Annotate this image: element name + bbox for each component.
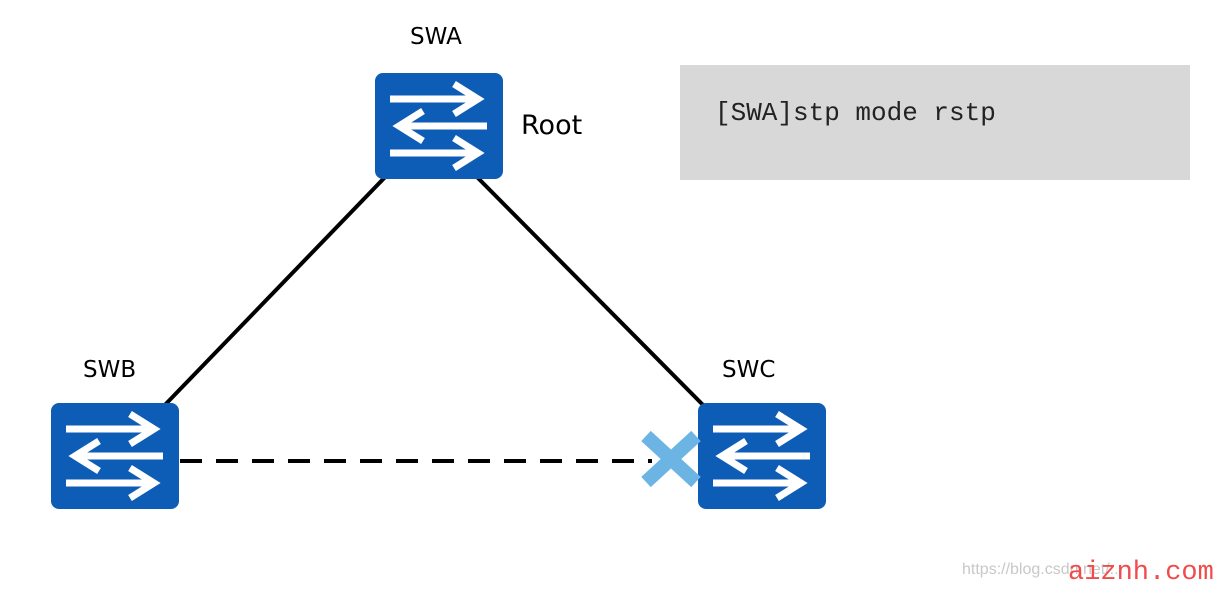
watermark-url: https://blog.csdn.net/...: [962, 561, 1123, 578]
watermark-brand: aiznh.com: [1068, 558, 1213, 588]
link-swa-swb: [158, 170, 392, 412]
swb-label: SWB: [83, 357, 137, 383]
swa-label: SWA: [410, 24, 462, 50]
command-text: [SWA]stp mode rstp: [715, 98, 996, 128]
switch-swc-icon[interactable]: [698, 403, 826, 509]
blocked-port-x-icon: [641, 430, 701, 488]
root-label: Root: [521, 110, 583, 141]
switch-swb-icon[interactable]: [51, 403, 179, 509]
link-swa-swc: [470, 170, 710, 412]
command-box: [SWA]stp mode rstp: [680, 65, 1190, 180]
switch-swa-icon[interactable]: [375, 73, 503, 179]
swc-label: SWC: [722, 357, 776, 383]
